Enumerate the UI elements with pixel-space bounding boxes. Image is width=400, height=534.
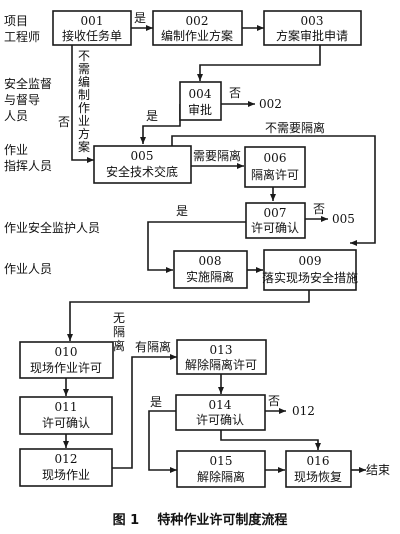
role-project-engineer-line1: 项目 bbox=[4, 14, 28, 28]
node-code: 014 bbox=[209, 398, 232, 412]
node-code: 013 bbox=[210, 343, 233, 357]
node-008: 008 实施隔离 bbox=[173, 250, 248, 289]
role-safety-supervisor-line3: 人员 bbox=[4, 109, 28, 123]
node-label: 审批 bbox=[188, 102, 212, 117]
node-code: 016 bbox=[307, 454, 330, 468]
node-code: 003 bbox=[301, 14, 324, 28]
label-no-plan-ch5: 作 bbox=[78, 101, 90, 115]
label-target-012: 012 bbox=[292, 404, 315, 418]
role-safety-supervisor-line1: 安全监督 bbox=[4, 76, 52, 91]
node-label: 接收任务单 bbox=[62, 28, 122, 43]
edge-005-009-no-isolation bbox=[171, 135, 376, 246]
label-no-plan-ch7: 方 bbox=[78, 126, 90, 141]
node-code: 007 bbox=[264, 206, 287, 220]
node-label: 解除隔离许可 bbox=[185, 357, 257, 372]
edge-003-004 bbox=[197, 45, 321, 81]
edge-009-010 bbox=[67, 290, 310, 341]
node-label: 方案审批申请 bbox=[276, 28, 348, 43]
node-label: 编制作业方案 bbox=[161, 28, 233, 43]
node-label: 解除隔离 bbox=[197, 469, 245, 484]
edge-007-008 bbox=[147, 221, 246, 273]
label-no-014: 否 bbox=[268, 394, 280, 408]
node-label: 安全技术交底 bbox=[106, 164, 178, 179]
node-016: 016 现场恢复 bbox=[285, 450, 352, 488]
edge-014-016 bbox=[220, 430, 321, 450]
node-014: 014 许可确认 bbox=[175, 394, 266, 431]
node-code: 009 bbox=[299, 254, 322, 268]
node-015: 015 解除隔离 bbox=[176, 450, 266, 488]
label-no-plan-ch3: 编 bbox=[78, 74, 90, 89]
label-no-isolation-ch1: 无 bbox=[113, 311, 125, 325]
node-011: 011 许可确认 bbox=[19, 396, 113, 435]
node-label: 现场作业 bbox=[42, 468, 90, 482]
node-006: 006 隔离许可 bbox=[244, 146, 306, 188]
edge-labels: 是 否 不 需 编 制 作 业 方 案 否 002 是 不需要隔离 需要隔离 是… bbox=[58, 11, 390, 477]
label-no-isolation-needed: 不需要隔离 bbox=[265, 120, 325, 135]
role-safety-monitor: 作业安全监护人员 bbox=[4, 220, 100, 235]
node-label: 现场作业许可 bbox=[30, 361, 102, 375]
node-007: 007 许可确认 bbox=[245, 202, 306, 239]
label-no-004: 否 bbox=[229, 86, 241, 100]
node-label: 许可确认 bbox=[42, 416, 90, 430]
label-no-plan-ch6: 业 bbox=[78, 114, 90, 128]
node-012: 012 现场作业 bbox=[19, 448, 113, 487]
role-work-commander-line1: 作业 bbox=[4, 143, 28, 157]
node-code: 005 bbox=[131, 149, 154, 163]
node-code: 012 bbox=[55, 452, 78, 466]
label-no-isolation-ch3: 离 bbox=[113, 338, 125, 353]
label-no-plan-ch8: 案 bbox=[78, 139, 90, 154]
node-code: 015 bbox=[210, 454, 233, 468]
node-code: 010 bbox=[55, 345, 78, 359]
label-yes-007: 是 bbox=[176, 204, 188, 218]
label-no-007: 否 bbox=[313, 202, 325, 216]
label-no-001: 否 bbox=[58, 115, 70, 129]
edge-012-013 bbox=[112, 354, 177, 469]
node-code: 011 bbox=[55, 400, 78, 414]
node-003: 003 方案审批申请 bbox=[263, 10, 362, 46]
edge-014-015 bbox=[148, 410, 177, 473]
role-safety-supervisor-line2: 与督导 bbox=[4, 92, 40, 107]
node-label: 落实现场安全措施 bbox=[262, 270, 358, 285]
role-worker: 作业人员 bbox=[4, 262, 52, 276]
node-004: 004 审批 bbox=[179, 81, 222, 121]
label-need-isolation: 需要隔离 bbox=[193, 148, 241, 163]
node-005: 005 安全技术交底 bbox=[93, 145, 192, 184]
label-yes-001: 是 bbox=[134, 11, 146, 25]
node-code: 002 bbox=[186, 14, 209, 28]
label-target-005: 005 bbox=[332, 212, 355, 226]
role-work-commander-line2: 指挥人员 bbox=[4, 158, 52, 173]
node-code: 006 bbox=[264, 151, 287, 165]
edge-001-005 bbox=[71, 45, 94, 163]
node-label: 许可确认 bbox=[196, 413, 244, 427]
node-label: 许可确认 bbox=[251, 221, 299, 235]
label-yes-004: 是 bbox=[146, 109, 158, 123]
node-label: 现场恢复 bbox=[294, 470, 342, 484]
node-010: 010 现场作业许可 bbox=[19, 341, 114, 379]
node-002: 002 编制作业方案 bbox=[152, 10, 243, 46]
node-code: 008 bbox=[199, 254, 222, 268]
node-label: 实施隔离 bbox=[186, 269, 234, 284]
node-code: 001 bbox=[81, 14, 104, 28]
label-yes-014: 是 bbox=[150, 395, 162, 409]
label-no-isolation-ch2: 隔 bbox=[113, 325, 125, 339]
label-target-002: 002 bbox=[259, 97, 282, 111]
role-labels: 项目 工程师 安全监督 与督导 人员 作业 指挥人员 作业安全监护人员 作业人员 bbox=[4, 14, 100, 276]
node-code: 004 bbox=[189, 87, 212, 101]
node-013: 013 解除隔离许可 bbox=[176, 339, 267, 375]
figure-caption: 图 1 特种作业许可制度流程 bbox=[113, 512, 288, 528]
label-has-isolation: 有隔离 bbox=[135, 339, 171, 354]
label-no-plan-ch1: 不 bbox=[78, 49, 90, 63]
label-no-plan-ch4: 制 bbox=[78, 88, 90, 102]
role-project-engineer-line2: 工程师 bbox=[4, 29, 40, 44]
node-009: 009 落实现场安全措施 bbox=[262, 249, 358, 291]
connectors bbox=[63, 25, 376, 473]
node-001: 001 接收任务单 bbox=[52, 10, 132, 46]
label-no-plan-ch2: 需 bbox=[78, 62, 90, 76]
node-label: 隔离许可 bbox=[251, 167, 299, 182]
label-end: 结束 bbox=[366, 463, 390, 477]
